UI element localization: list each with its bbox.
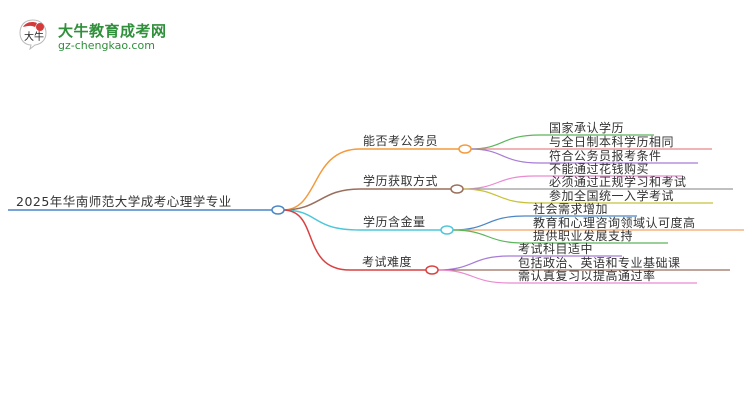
root-node	[271, 205, 285, 215]
leaf-topic[interactable]: 国家承认学历	[549, 121, 625, 135]
logo-title: 大牛教育成考网	[58, 22, 167, 40]
leaf-topic[interactable]: 需认真复习以提高通过率	[518, 269, 656, 283]
branch-topic-degree-value[interactable]: 学历含金量	[363, 215, 426, 229]
leaf-topic[interactable]: 包括政治、英语和专业基础课	[518, 256, 681, 270]
branch-topic-acquisition-method[interactable]: 学历获取方式	[363, 174, 439, 188]
leaf-topic[interactable]: 提供职业发展支持	[533, 229, 634, 243]
edge-branch-2	[282, 188, 454, 211]
svg-text:大牛: 大牛	[24, 30, 44, 43]
branch-topic-civil-service[interactable]: 能否考公务员	[363, 134, 439, 148]
site-logo[interactable]: 大牛 大牛教育成考网 gz-chengkao.com	[18, 18, 178, 54]
leaf-topic[interactable]: 教育和心理咨询领域认可度高	[533, 216, 696, 230]
leaf-topic[interactable]: 参加全国统一入学考试	[549, 189, 675, 203]
logo-mark-icon: 大牛	[19, 19, 47, 50]
leaf-topic[interactable]: 必须通过正规学习和考试	[549, 175, 687, 189]
leaf-topic[interactable]: 社会需求增加	[533, 202, 609, 216]
leaf-topic[interactable]: 不能通过花钱购买	[549, 162, 650, 176]
branch-topic-exam-difficulty[interactable]: 考试难度	[362, 255, 413, 269]
branch-node-3	[440, 225, 454, 235]
root-topic[interactable]: 2025年华南师范大学成考心理学专业	[16, 194, 232, 209]
edge-branch-4	[282, 209, 428, 271]
logo-url: gz-chengkao.com	[58, 39, 155, 52]
branch-node-1	[458, 144, 472, 154]
edge-branch-1	[282, 148, 462, 211]
leaf-topic[interactable]: 与全日制本科学历相同	[549, 135, 675, 149]
branch-node-4	[425, 265, 439, 275]
branch-node-2	[450, 184, 464, 194]
leaf-topic[interactable]: 考试科目适中	[518, 242, 594, 256]
edge-branch-3	[282, 209, 444, 231]
leaf-topic[interactable]: 符合公务员报考条件	[549, 149, 662, 163]
